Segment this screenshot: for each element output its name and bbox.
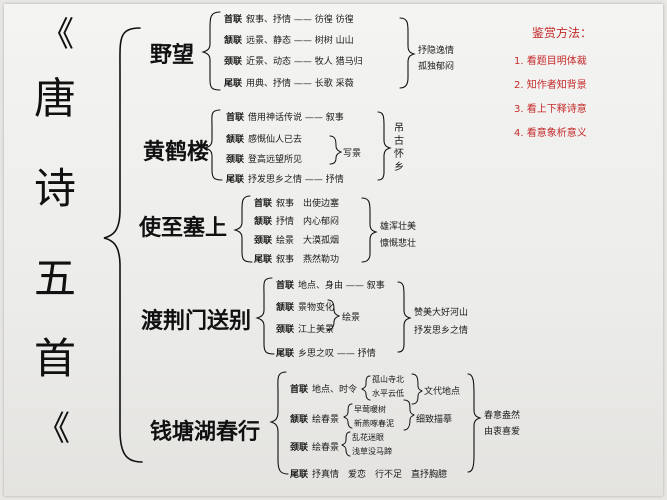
title-char-3: 五 bbox=[33, 254, 76, 303]
method-item-3: 3. 看上下释诗意 bbox=[514, 104, 587, 115]
poem-3-title: 使至塞上 bbox=[139, 215, 228, 241]
poem-4-line-4: 尾联乡思之叹 —— 抒情 bbox=[276, 349, 376, 359]
poem-5-note-1: 春意盎然 bbox=[484, 411, 521, 421]
poem-3-line-1: 首联叙事 出使边塞 bbox=[254, 199, 340, 209]
poem-4-note-2: 抒发思乡之情 bbox=[414, 326, 469, 336]
poem-5-line-3: 颈联绘春景 bbox=[290, 443, 340, 453]
poem-4-title: 渡荆门送别 bbox=[141, 308, 252, 334]
poem-2-title: 黄鹤楼 bbox=[143, 139, 210, 165]
poem-2-line-1: 首联借用神话传说 —— 叙事 bbox=[226, 113, 344, 123]
poem-4-line-3: 颈联江上美景 bbox=[276, 325, 335, 335]
poem-3-line-3: 颈联绘景 大漠孤烟 bbox=[254, 236, 340, 246]
poem-2-inner-note: 写景 bbox=[343, 149, 362, 159]
method-title: 鉴赏方法： bbox=[532, 26, 593, 40]
title-char-2: 诗 bbox=[33, 164, 76, 213]
poem-5-note-2: 由衷喜爱 bbox=[484, 427, 521, 437]
poster-paper bbox=[4, 4, 663, 496]
poem-5-title: 钱塘湖春行 bbox=[150, 419, 261, 445]
poem-2-note: 吊古怀乡 bbox=[394, 123, 404, 173]
poem-4-note-1: 赞美大好河山 bbox=[414, 308, 469, 318]
poem-4-line-2: 颔联景物变化 bbox=[276, 303, 335, 313]
title-char-1: 唐 bbox=[33, 74, 76, 123]
poem-2-line-4: 尾联抒发思乡之情 —— 抒情 bbox=[226, 175, 344, 185]
method-item-4: 4. 看意象析意义 bbox=[514, 128, 587, 139]
poem-5-line-2-tail: 细致描摹 bbox=[416, 415, 453, 425]
poem-3-line-4: 尾联叙事 燕然勒功 bbox=[254, 255, 340, 265]
poem-5-line-1: 首联地点、时令 bbox=[290, 385, 358, 395]
poem-3-note-2: 慷慨悲壮 bbox=[380, 239, 417, 249]
poem-5-line-1-tail: 文代地点 bbox=[424, 387, 461, 397]
method-item-2: 2. 知作者知背景 bbox=[514, 80, 587, 91]
poem-2-line-3: 颈联登高远望所见 bbox=[226, 155, 303, 165]
method-item-1: 1. 看题目明体裁 bbox=[514, 56, 587, 67]
poem-1-line-4: 尾联用典、抒情 —— 长歌 采薇 bbox=[224, 79, 354, 89]
poem-5-line-1-sub-2: 水平云低 bbox=[372, 389, 404, 398]
title-column: 《 唐 诗 五 首 》 bbox=[22, 18, 82, 458]
poem-1-line-2: 颔联远景、静态 —— 树树 山山 bbox=[224, 36, 354, 46]
poem-5-line-2-sub-2: 新燕啄春泥 bbox=[354, 419, 394, 428]
poem-1-title: 野望 bbox=[150, 42, 195, 68]
poem-1-note-2: 孤独郁闷 bbox=[418, 62, 455, 72]
poem-1-line-3: 颈联近景、动态 —— 牧人 猎马归 bbox=[224, 57, 363, 67]
poem-5-line-4: 尾联抒真情 爱恋 行不足 直抒胸臆 bbox=[290, 470, 448, 480]
main-brace bbox=[103, 27, 143, 463]
poem-1-note-1: 抒隐逸情 bbox=[418, 46, 455, 56]
title-char-4: 首 bbox=[33, 334, 76, 383]
poem-4-line-1: 首联地点、身由 —— 叙事 bbox=[276, 281, 385, 291]
poem-4-inner-note: 绘景 bbox=[342, 313, 361, 323]
poem-1-line-1: 首联叙事、抒情 —— 彷徨 彷徨 bbox=[224, 15, 354, 25]
poem-3-note-1: 雄浑壮美 bbox=[380, 222, 417, 232]
poem-5-line-2: 颔联绘春景 bbox=[290, 415, 340, 425]
title-open-bracket: 《 bbox=[40, 15, 74, 55]
poem-5-line-2-sub-1: 早莺暖树 bbox=[354, 405, 386, 414]
poem-3-line-2: 颔联抒情 内心郁闷 bbox=[254, 217, 340, 227]
poem-2-line-2: 颔联感慨仙人已去 bbox=[226, 135, 303, 145]
poem-5-line-1-sub-1: 孤山寺北 bbox=[372, 375, 404, 384]
poem-5-line-3-sub-1: 乱花迷眼 bbox=[352, 433, 384, 442]
poem-5-line-3-sub-2: 浅草没马蹄 bbox=[352, 447, 392, 456]
